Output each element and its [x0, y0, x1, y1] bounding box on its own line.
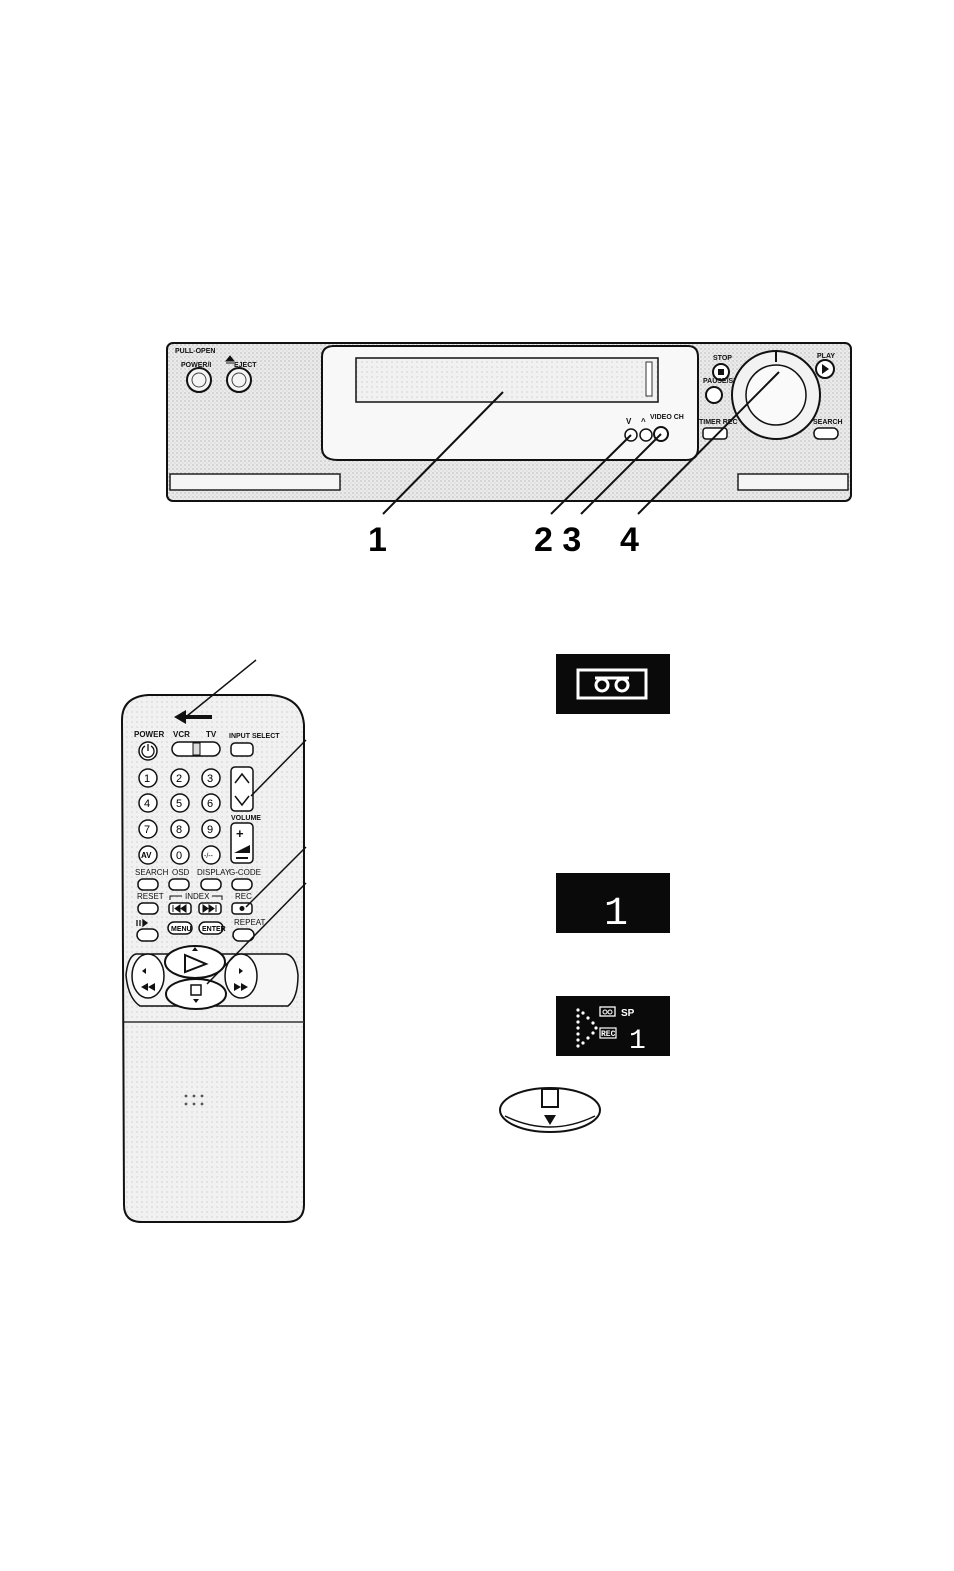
volume-label: VOLUME [231, 815, 261, 822]
callout-2-3: 2 3 [534, 521, 581, 559]
search-label: SEARCH [135, 868, 169, 877]
dash-digit-button[interactable]: -/-- [202, 846, 220, 864]
recording-status-display: SP REC 1 [556, 996, 670, 1057]
callout-1: 1 [368, 521, 387, 559]
remote-power-label: POWER [134, 730, 164, 739]
vcr-base-lip [170, 474, 340, 490]
index-back-button[interactable] [169, 903, 191, 914]
digit-button-5[interactable]: 5 [171, 794, 189, 812]
vcr-base-lip-right [738, 474, 848, 490]
callout-4: 4 [620, 521, 639, 559]
rec-indicator: REC [601, 1030, 616, 1039]
svg-text:6: 6 [207, 798, 213, 810]
vcr-display-window [356, 358, 658, 402]
svg-text:0: 0 [176, 850, 182, 862]
svg-text:3: 3 [207, 773, 213, 785]
tape-speed-indicator: SP [621, 1008, 635, 1019]
gcode-button[interactable] [232, 879, 252, 890]
svg-text:-/--: -/-- [204, 853, 214, 860]
remote-stop-button[interactable] [166, 979, 226, 1009]
remote-play-button[interactable] [165, 946, 225, 978]
vcr-front-panel: PULL-OPEN POWER/I EJECT V ^ V [167, 343, 851, 501]
tv-mode-label: TV [206, 730, 217, 739]
remote-search-button[interactable] [138, 879, 158, 890]
digit-button-4[interactable]: 4 [139, 794, 157, 812]
enter-button[interactable]: ENTER [199, 922, 226, 934]
digit-button-0[interactable]: 0 [171, 846, 189, 864]
vcr-search-button[interactable] [814, 428, 838, 439]
cassette-display [556, 654, 670, 714]
search-label: SEARCH [813, 419, 843, 426]
volume-rocker[interactable]: + [231, 823, 253, 863]
svg-text:9: 9 [207, 824, 213, 836]
remote-control: POWER VCR TV INPUT SELECT 1 2 3 4 5 6 7 … [122, 695, 304, 1222]
channel-display-digit: 1 [604, 892, 628, 937]
svg-text:4: 4 [144, 798, 150, 810]
svg-text:7: 7 [144, 824, 150, 836]
digit-button-8[interactable]: 8 [171, 820, 189, 838]
av-button[interactable]: AV [139, 846, 157, 864]
jog-shuttle-dial[interactable] [732, 350, 820, 439]
index-forward-button[interactable] [199, 903, 221, 914]
index-label: INDEX [185, 892, 210, 901]
channel-display: 1 [556, 873, 670, 937]
play-label: PLAY [817, 353, 835, 360]
input-select-button[interactable] [231, 743, 253, 756]
osd-button[interactable] [169, 879, 189, 890]
display-label: DISPLAY [197, 868, 231, 877]
svg-text:1: 1 [144, 773, 150, 785]
vcr-tv-switch[interactable] [172, 742, 220, 756]
pause-still-button[interactable] [137, 929, 158, 941]
input-select-label: INPUT SELECT [229, 733, 280, 740]
record-dot-icon [240, 906, 245, 911]
remote-power-button[interactable] [139, 742, 157, 760]
gcode-label: G-CODE [229, 868, 261, 877]
stop-label: STOP [713, 355, 732, 362]
transport-cluster [126, 946, 298, 1009]
digit-button-6[interactable]: 6 [202, 794, 220, 812]
digit-button-2[interactable]: 2 [171, 769, 189, 787]
cassette-door [322, 346, 698, 460]
pull-open-label: PULL-OPEN [175, 348, 215, 355]
display-button[interactable] [201, 879, 221, 890]
reset-label: RESET [137, 892, 164, 901]
digit-button-9[interactable]: 9 [202, 820, 220, 838]
svg-text:+: + [236, 826, 244, 841]
repeat-label: REPEAT [234, 918, 266, 927]
digit-button-1[interactable]: 1 [139, 769, 157, 787]
svg-text:MENU: MENU [171, 926, 192, 933]
vcr-mode-label: VCR [173, 730, 190, 739]
digit-button-3[interactable]: 3 [202, 769, 220, 787]
menu-button[interactable]: MENU [168, 922, 192, 934]
vcr-pause-button[interactable] [706, 387, 722, 403]
svg-text:ENTER: ENTER [202, 926, 226, 933]
stop-button-illustration [500, 1088, 600, 1132]
rewind-button[interactable] [132, 954, 164, 998]
svg-text:2: 2 [176, 773, 182, 785]
svg-text:8: 8 [176, 824, 182, 836]
vcr-power-button[interactable] [187, 368, 211, 392]
osd-label: OSD [172, 868, 190, 877]
svg-text:AV: AV [141, 851, 152, 860]
digit-button-7[interactable]: 7 [139, 820, 157, 838]
reset-button[interactable] [138, 903, 158, 914]
status-channel-digit: 1 [629, 1026, 646, 1057]
rec-label: REC [235, 892, 252, 901]
video-ch-label: VIDEO CH [650, 414, 684, 421]
svg-text:^: ^ [641, 417, 646, 426]
svg-text:V: V [626, 417, 632, 426]
channel-rocker[interactable] [231, 767, 253, 811]
vcr-eject-button[interactable] [227, 368, 251, 392]
svg-text:5: 5 [176, 798, 182, 810]
vcr-play-button[interactable] [816, 360, 834, 378]
